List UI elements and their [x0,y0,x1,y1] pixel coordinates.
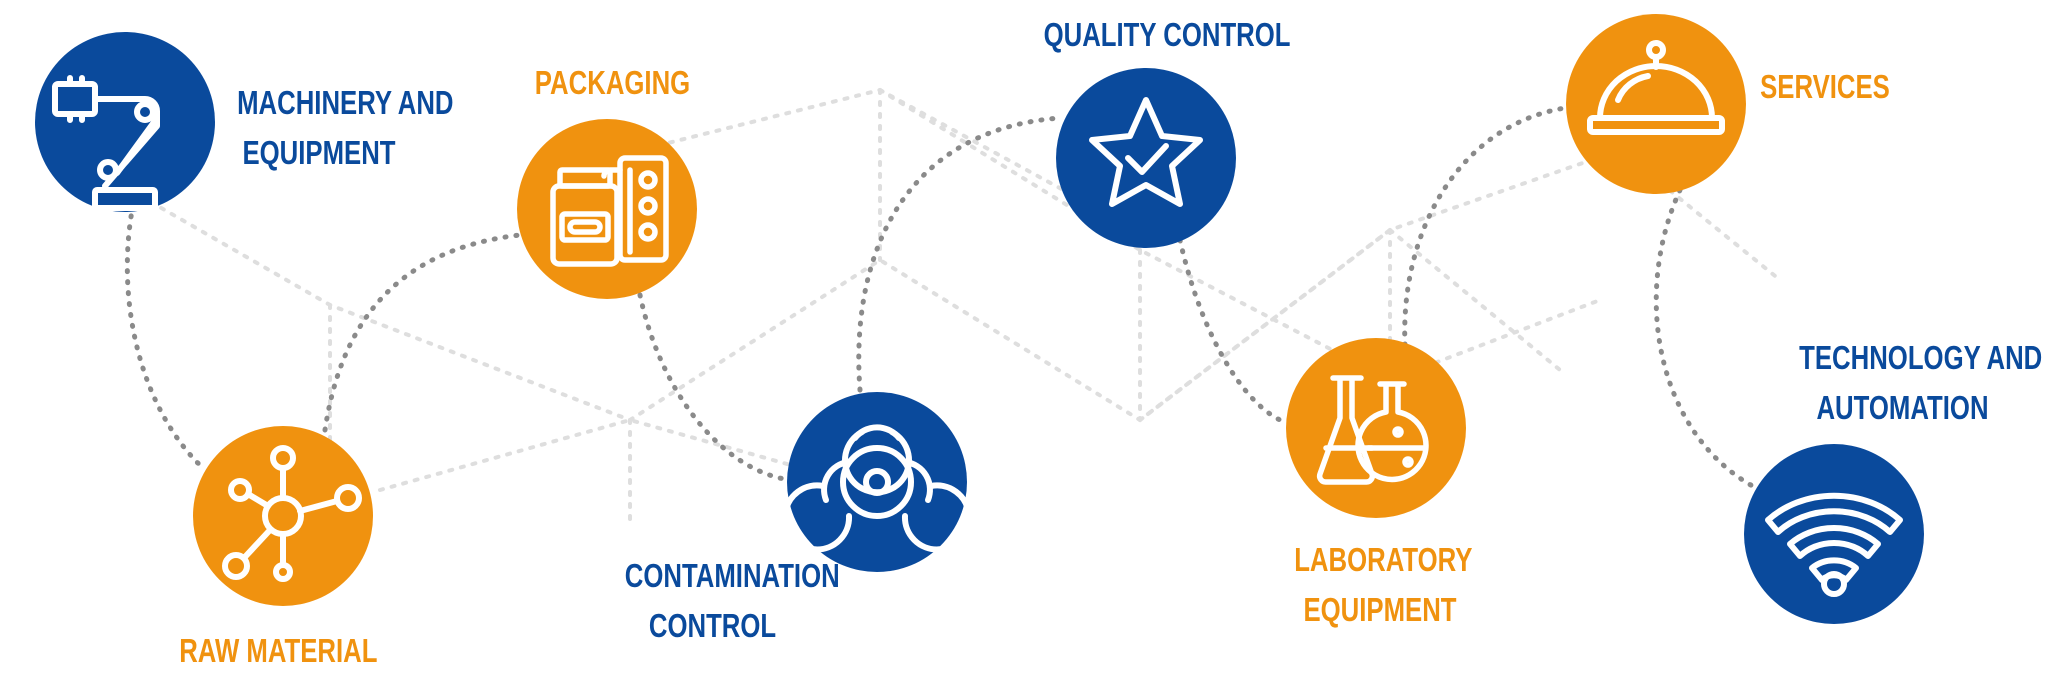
machinery-circle [35,32,215,212]
molecule-icon [222,445,362,582]
node-quality [1056,68,1236,248]
connector-quality-laboratory [1177,237,1283,423]
packaging-circle [517,119,697,299]
technology-label-line2: AUTOMATION [1816,389,1989,426]
machinery-label-line1: MACHINERY AND [237,84,454,121]
raw-material-circle [193,426,373,606]
laboratory-circle [1286,338,1466,518]
contamination-label-line2: CONTROL [648,607,777,644]
flasks-icon [1316,375,1429,485]
connector-machinery-raw [124,202,208,473]
contamination-label-line1: CONTAMINATION [624,557,840,594]
node-services [1566,14,1746,194]
raw-material-label: RAW MATERIAL [179,632,378,669]
laboratory-label-line2: EQUIPMENT [1303,591,1457,628]
connectors [124,105,1763,493]
connector-packaging-contamination [637,292,793,483]
machinery-label-line2: EQUIPMENT [242,134,396,171]
node-contamination [782,392,972,572]
contamination-label: CONTAMINATION CONTROL [624,551,840,651]
quality-label: QUALITY CONTROL [1043,16,1291,53]
node-laboratory [1286,338,1466,518]
packaging-label: PACKAGING [534,64,691,101]
node-machinery [35,32,215,212]
contamination-circle [787,392,967,572]
node-technology [1744,444,1924,624]
connector-laboratory-services [1402,105,1568,348]
technology-label: TECHNOLOGY AND AUTOMATION [1799,333,2043,433]
wifi-icon [1765,492,1903,597]
services-label: SERVICES [1760,68,1890,105]
technology-circle [1744,444,1924,624]
laboratory-label-line1: LABORATORY [1294,541,1473,578]
laboratory-label: LABORATORY EQUIPMENT [1294,535,1473,635]
cloche-icon [1587,40,1725,135]
node-packaging [517,119,697,299]
connector-raw-packaging [322,232,523,433]
services-circle [1566,14,1746,194]
biohazard-icon [782,424,972,553]
quality-circle [1056,68,1236,248]
connector-contamination-quality [856,115,1063,393]
technology-label-line1: TECHNOLOGY AND [1799,339,2043,376]
node-raw-material [193,426,373,606]
pill-jar-blister-icon [550,155,669,267]
robot-arm-icon [52,75,160,211]
star-check-icon [1089,97,1203,207]
connector-services-technology [1653,187,1763,493]
machinery-label: MACHINERY AND EQUIPMENT [237,78,454,178]
